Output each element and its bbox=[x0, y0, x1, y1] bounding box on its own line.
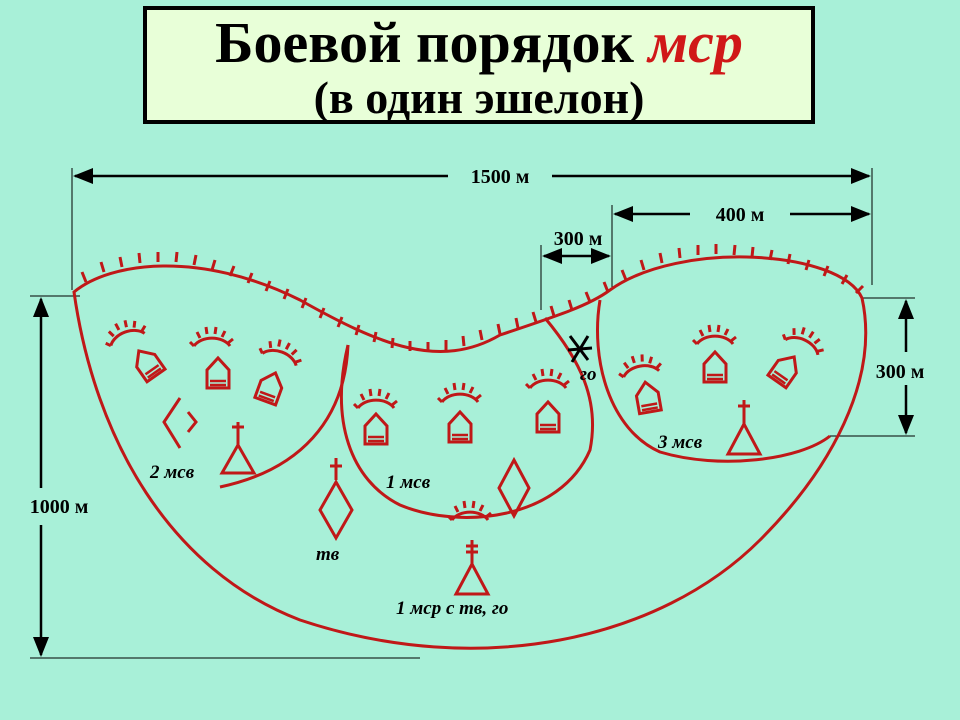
formation-outline bbox=[72, 255, 868, 650]
tank-diamond-icon bbox=[497, 456, 531, 520]
vehicle-icon bbox=[524, 367, 571, 434]
vehicle-icon bbox=[352, 387, 399, 446]
vehicle-icon bbox=[614, 350, 664, 416]
label-mrs: 1 мср с тв, го bbox=[396, 598, 508, 619]
vehicle-icon bbox=[691, 323, 738, 384]
extension-lines bbox=[30, 168, 915, 659]
sector-1msv bbox=[340, 317, 595, 519]
vehicle-icon bbox=[766, 319, 831, 390]
title-box: Боевой порядок мср (в один эшелон) bbox=[143, 6, 815, 124]
sector-3msv bbox=[596, 299, 831, 463]
title-main-text: Боевой порядок bbox=[215, 10, 634, 75]
title-main: Боевой порядок мср bbox=[147, 12, 811, 74]
vehicle-icon bbox=[99, 312, 167, 384]
chevron-icon bbox=[162, 397, 198, 449]
label-go: го bbox=[580, 364, 597, 385]
grenade-launcher-x-icon bbox=[567, 335, 593, 363]
vehicle-icon bbox=[188, 325, 235, 390]
title-subtitle: (в один эшелон) bbox=[313, 72, 645, 123]
dim-right-depth: 300 м bbox=[876, 361, 925, 383]
dim-right-width: 400 м bbox=[716, 204, 765, 226]
title-accent: мср bbox=[648, 10, 743, 75]
dim-total-width: 1500 м bbox=[471, 166, 530, 188]
vehicle-icon bbox=[253, 332, 307, 407]
label-1msv: 1 мсв bbox=[386, 472, 431, 493]
front-line-ticks bbox=[80, 244, 865, 352]
dimension-arrows bbox=[33, 168, 914, 657]
tank-diamond-icon bbox=[318, 458, 354, 542]
command-post-triangle-icon bbox=[453, 540, 491, 596]
dim-total-depth: 1000 м bbox=[30, 496, 89, 518]
label-tv: тв bbox=[316, 544, 340, 565]
dim-gap: 300 м bbox=[554, 228, 603, 250]
label-3msv: 3 мсв bbox=[657, 432, 703, 453]
sector-2msv bbox=[219, 344, 350, 489]
command-post-triangle-icon bbox=[219, 422, 257, 475]
vehicle-icon bbox=[436, 381, 483, 444]
label-2msv: 2 мсв bbox=[149, 462, 195, 483]
command-post-triangle-icon bbox=[725, 400, 763, 456]
